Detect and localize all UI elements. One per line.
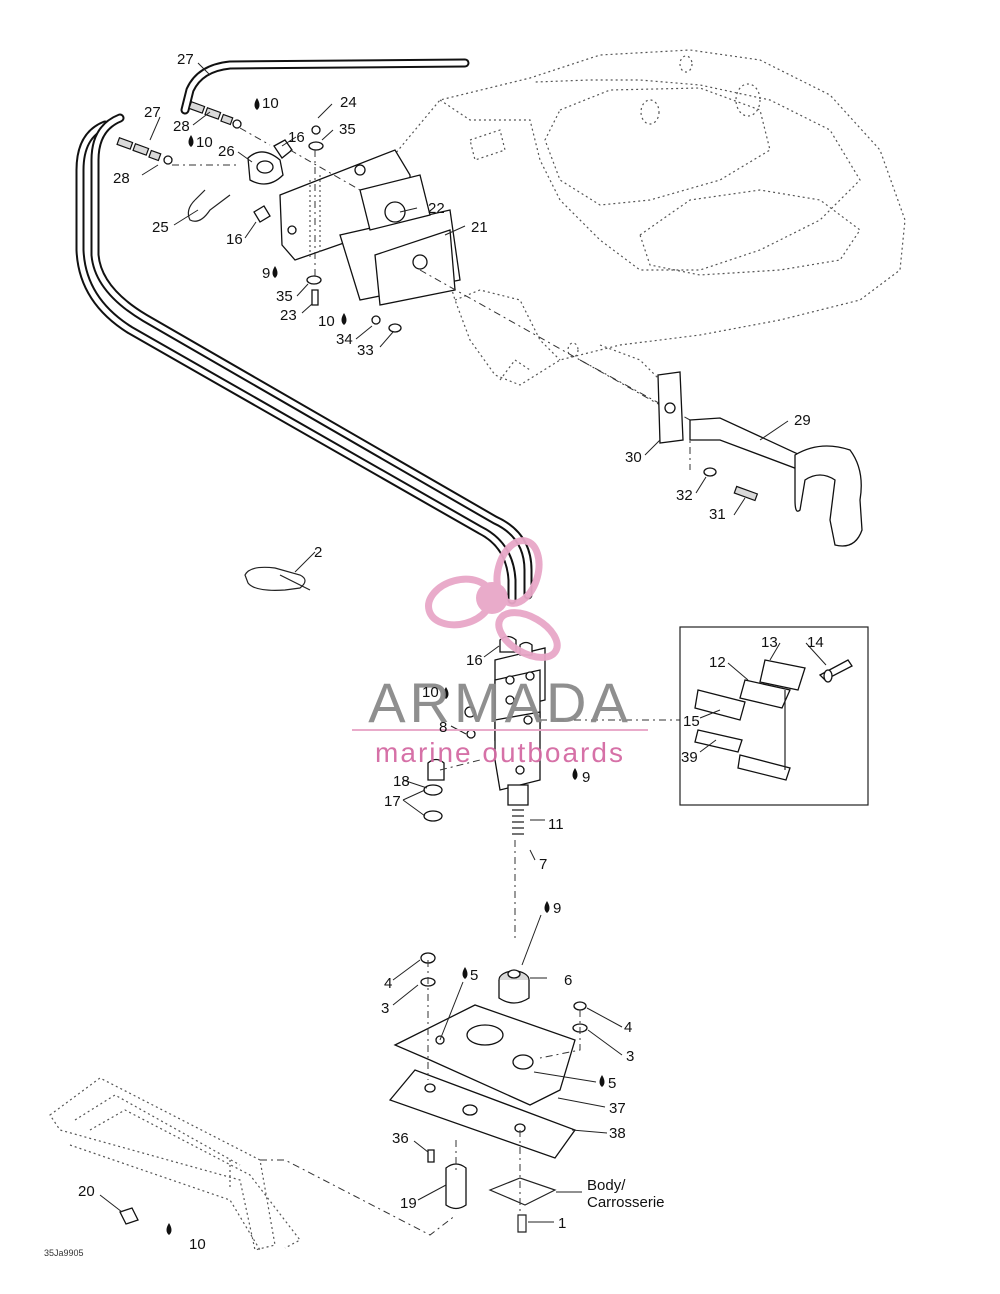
label-10-center: 10 xyxy=(422,684,439,701)
label-4-right: 4 xyxy=(624,1019,632,1036)
cable-end-fittings xyxy=(116,101,242,165)
label-14: 14 xyxy=(807,634,824,651)
label-8: 8 xyxy=(439,719,447,736)
label-22: 22 xyxy=(428,200,445,217)
label-11: 11 xyxy=(548,816,564,833)
label-3-right: 3 xyxy=(626,1048,634,1065)
label-24: 24 xyxy=(340,94,357,111)
label-4-left: 4 xyxy=(384,975,392,992)
lower-pedal-plates xyxy=(388,952,588,1233)
label-3-left: 3 xyxy=(381,1000,389,1017)
label-9-center: 9 xyxy=(582,769,590,786)
label-15: 15 xyxy=(683,713,700,730)
label-13: 13 xyxy=(761,634,778,651)
label-1: 1 xyxy=(558,1215,566,1232)
label-16-mid: 16 xyxy=(226,231,243,248)
label-34: 34 xyxy=(336,331,353,348)
label-21: 21 xyxy=(471,219,488,236)
label-7: 7 xyxy=(539,856,547,873)
part-labels: 27 10 27 28 10 28 24 35 16 26 25 16 22 2… xyxy=(44,51,824,1258)
locknut-symbols xyxy=(166,98,605,1235)
label-35-top: 35 xyxy=(339,121,356,138)
body-label-line2: Carrosserie xyxy=(587,1194,665,1211)
upper-connection-lines xyxy=(172,127,691,470)
label-9-lower: 9 xyxy=(553,900,561,917)
label-16-center: 16 xyxy=(466,652,483,669)
label-29: 29 xyxy=(794,412,811,429)
drawing-code: 35Ja9905 xyxy=(44,1248,84,1258)
label-10-top: 10 xyxy=(262,95,279,112)
label-10-upper-left: 10 xyxy=(196,134,213,151)
label-31: 31 xyxy=(709,506,726,523)
label-32: 32 xyxy=(676,487,693,504)
label-38: 38 xyxy=(609,1125,626,1142)
label-28-left: 28 xyxy=(113,170,130,187)
label-10-mid: 10 xyxy=(318,313,335,330)
label-10-bottom: 10 xyxy=(189,1236,206,1253)
label-30: 30 xyxy=(625,449,642,466)
label-28-top: 28 xyxy=(173,118,190,135)
label-16-top: 16 xyxy=(288,129,305,146)
inset-detail-box xyxy=(679,626,869,806)
label-25: 25 xyxy=(152,219,169,236)
label-5-top: 5 xyxy=(470,967,478,984)
vehicle-body-outline xyxy=(389,49,906,386)
label-12: 12 xyxy=(709,654,726,671)
label-2: 2 xyxy=(314,544,322,561)
label-37: 37 xyxy=(609,1100,626,1117)
label-33: 33 xyxy=(357,342,374,359)
label-26: 26 xyxy=(218,143,235,160)
label-27-left: 27 xyxy=(144,104,161,121)
label-35-mid: 35 xyxy=(276,288,293,305)
body-label-line1: Body/ xyxy=(587,1177,626,1194)
label-5-right: 5 xyxy=(608,1075,616,1092)
label-17: 17 xyxy=(384,793,401,810)
label-9-upper: 9 xyxy=(262,265,270,282)
throttle-bracket-assembly xyxy=(187,125,461,333)
label-23: 23 xyxy=(280,307,297,324)
propeller-logo-icon xyxy=(425,537,561,661)
watermark-subtitle: marine outboards xyxy=(375,737,625,768)
label-20: 20 xyxy=(78,1183,95,1200)
label-18: 18 xyxy=(393,773,410,790)
label-19: 19 xyxy=(400,1195,417,1212)
leader-lines xyxy=(99,62,827,1223)
label-27-top: 27 xyxy=(177,51,194,68)
cable-tie-strap xyxy=(244,566,311,591)
label-39: 39 xyxy=(681,749,698,766)
foot-pedal xyxy=(49,1077,457,1251)
watermark-title: ARMADA xyxy=(368,671,632,734)
label-6: 6 xyxy=(564,972,572,989)
throttle-lever xyxy=(657,371,863,547)
label-36: 36 xyxy=(392,1130,409,1147)
watermark: ARMADA marine outboards xyxy=(352,537,648,768)
